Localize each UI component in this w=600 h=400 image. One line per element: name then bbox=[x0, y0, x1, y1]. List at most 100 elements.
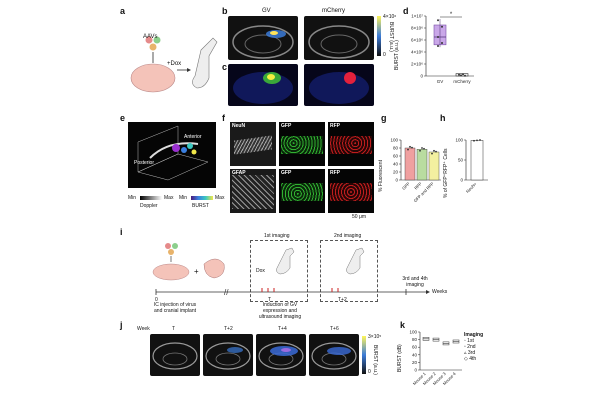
j-week-label: Week bbox=[137, 326, 150, 332]
f-r2-c1-label: GFAP bbox=[232, 170, 246, 176]
panel-h-label: h bbox=[440, 113, 446, 123]
f-r1-c1-label: NeuN bbox=[232, 123, 246, 129]
c-gv-histology-image bbox=[228, 64, 298, 106]
f-neun-image: NeuN bbox=[230, 122, 276, 166]
f-scale-bar-label: 50 μm bbox=[352, 214, 366, 220]
i-implant-icon bbox=[203, 258, 225, 279]
i-schematic-left: + bbox=[152, 243, 225, 281]
e-burst-label: BURST bbox=[192, 203, 209, 209]
g-ytick-label: 40 bbox=[393, 162, 399, 167]
g-ytick-label: 60 bbox=[393, 154, 399, 159]
k-legend: ◦ 1st ▫ 2nd ▵ 3rd ◇ 4th bbox=[464, 338, 476, 362]
d-point-mcherry bbox=[462, 73, 464, 76]
b-colorbar-max: 4×10⁶ bbox=[383, 14, 397, 20]
svg-text:+: + bbox=[194, 267, 199, 276]
f-rfp-image-2: RFP bbox=[328, 169, 374, 213]
i-mouse-icon-1 bbox=[276, 247, 295, 275]
h-point bbox=[476, 139, 478, 142]
j-colorbar-max: 3×10⁵ bbox=[368, 334, 382, 340]
d-ytick-label: 4×10⁶ bbox=[411, 50, 423, 55]
d-point-gv bbox=[437, 45, 439, 47]
e-posterior-label: Posterior bbox=[134, 160, 155, 166]
d-point-mcherry bbox=[464, 74, 466, 77]
g-point bbox=[411, 146, 413, 149]
g-point bbox=[407, 148, 409, 151]
k-legend-item-1: ◦ 1st bbox=[464, 338, 474, 344]
svg-text://: // bbox=[224, 288, 229, 297]
g-ylabel: % Fluorescent bbox=[378, 160, 384, 192]
d-point-gv bbox=[441, 25, 443, 28]
i-dox-label: Dox bbox=[256, 268, 265, 274]
i-ic-injection: IC injection of virus and cranial implan… bbox=[153, 302, 197, 314]
b-col-mcherry: mCherry bbox=[322, 8, 346, 14]
d-xtick-label: mCherry bbox=[453, 79, 471, 84]
panel-f-label: f bbox=[222, 113, 225, 123]
j-image-t6 bbox=[309, 334, 359, 376]
aav-particle-3 bbox=[149, 43, 157, 51]
k-legend-item-4: ◇ 4th bbox=[464, 356, 477, 362]
d-ytick-label: 6×10⁶ bbox=[411, 38, 423, 43]
f-gfp-image-1: GFP bbox=[279, 122, 325, 166]
f-gfp-image-2: GFP bbox=[279, 169, 325, 213]
b-colorbar-min: 0 bbox=[383, 52, 386, 58]
k-legend-2: 2nd bbox=[467, 344, 476, 350]
d-ytick-label: 2×10⁶ bbox=[411, 62, 423, 67]
d-ytick-label: 8×10⁶ bbox=[411, 26, 423, 31]
k-legend-item-3: ▵ 3rd bbox=[464, 350, 476, 356]
k-ytick-label: 60 bbox=[412, 345, 418, 350]
j-time-3: T+4 bbox=[278, 326, 287, 332]
panel-a-schematic bbox=[130, 36, 218, 93]
i-second-imaging: 2nd imaging bbox=[334, 233, 362, 239]
e-anterior-label: Anterior bbox=[184, 134, 202, 140]
i-t: T bbox=[268, 297, 272, 303]
d-point-mcherry bbox=[460, 74, 462, 77]
g-point bbox=[435, 150, 437, 153]
g-point bbox=[431, 152, 433, 155]
panel-c-label: c bbox=[222, 62, 228, 72]
k-legend-item-2: ▫ 2nd bbox=[464, 344, 476, 350]
e-max2: Max bbox=[215, 195, 225, 201]
aav-particle-2 bbox=[153, 36, 161, 44]
dox-label: +Dox bbox=[167, 61, 182, 67]
g-ytick-label: 20 bbox=[393, 170, 399, 175]
e-doppler-label: Doppler bbox=[140, 203, 158, 209]
d-ylabel: BURST (a.u.) bbox=[394, 40, 400, 70]
panel-i-label: i bbox=[120, 227, 123, 237]
k-legend-title: Imaging bbox=[464, 332, 484, 338]
panel-j-label: j bbox=[120, 320, 123, 330]
e-min2: Min bbox=[179, 195, 188, 201]
h-ytick-label: 50 bbox=[458, 158, 464, 163]
k-ytick-label: 100 bbox=[409, 330, 417, 335]
d-box-mcherry bbox=[455, 73, 469, 77]
d-point-mcherry bbox=[458, 73, 460, 76]
d-point-gv bbox=[441, 42, 443, 44]
g-ytick-label: 100 bbox=[390, 138, 398, 143]
i-first-imaging-box bbox=[250, 240, 308, 302]
g-point bbox=[419, 149, 421, 152]
b-mcherry-ultrasound-image bbox=[304, 16, 374, 60]
g-point bbox=[433, 149, 435, 152]
panel-b-label: b bbox=[222, 6, 228, 16]
k-ytick-label: 80 bbox=[412, 337, 418, 342]
f-r1-c2-label: GFP bbox=[281, 123, 292, 129]
d-sig-star: * bbox=[450, 12, 453, 18]
panel-e-label: e bbox=[120, 113, 126, 123]
k-ylabel: BURST (dB) bbox=[397, 344, 403, 372]
g-ytick-label: 0 bbox=[395, 178, 398, 183]
h-xtick-label: NeuN+ bbox=[465, 181, 478, 194]
j-image-t bbox=[150, 334, 200, 376]
g-point bbox=[423, 147, 425, 150]
aavs-label: AAVs bbox=[143, 34, 158, 40]
d-point-gv bbox=[437, 19, 439, 22]
j-time-2: T+2 bbox=[224, 326, 233, 332]
e-3d-volume-image: Anterior Posterior bbox=[128, 122, 216, 188]
k-ytick-label: 40 bbox=[412, 352, 418, 357]
f-rfp-image-1: RFP bbox=[328, 122, 374, 166]
i-second-imaging-box bbox=[320, 240, 378, 302]
j-image-t2 bbox=[203, 334, 253, 376]
k-legend-1: 1st bbox=[467, 338, 474, 344]
k-legend-3: 3rd bbox=[467, 350, 476, 356]
b-colorbar bbox=[377, 16, 381, 56]
